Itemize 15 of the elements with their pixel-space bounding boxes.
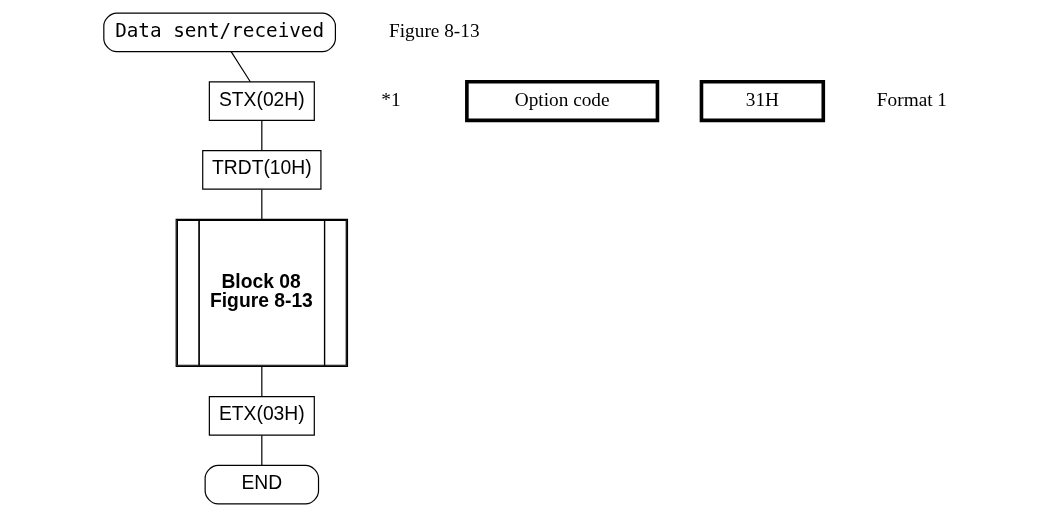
label: Format 1 — [876, 88, 948, 110]
node-box: ETX(03H) — [208, 396, 315, 436]
node-box: STX(02H) — [208, 81, 315, 121]
connector — [261, 119, 263, 152]
connector — [261, 434, 263, 466]
label: *1 — [381, 88, 401, 110]
node-box: Data sent/received — [103, 12, 336, 53]
label: Figure 8-13 — [389, 19, 480, 41]
node-box: 31H — [699, 80, 826, 123]
node-box: Option code — [465, 80, 660, 123]
node-box: TRDT(10H) — [202, 149, 322, 190]
connector — [230, 51, 251, 83]
connector — [261, 366, 263, 397]
connector — [261, 188, 263, 220]
node-box: END — [204, 464, 320, 505]
